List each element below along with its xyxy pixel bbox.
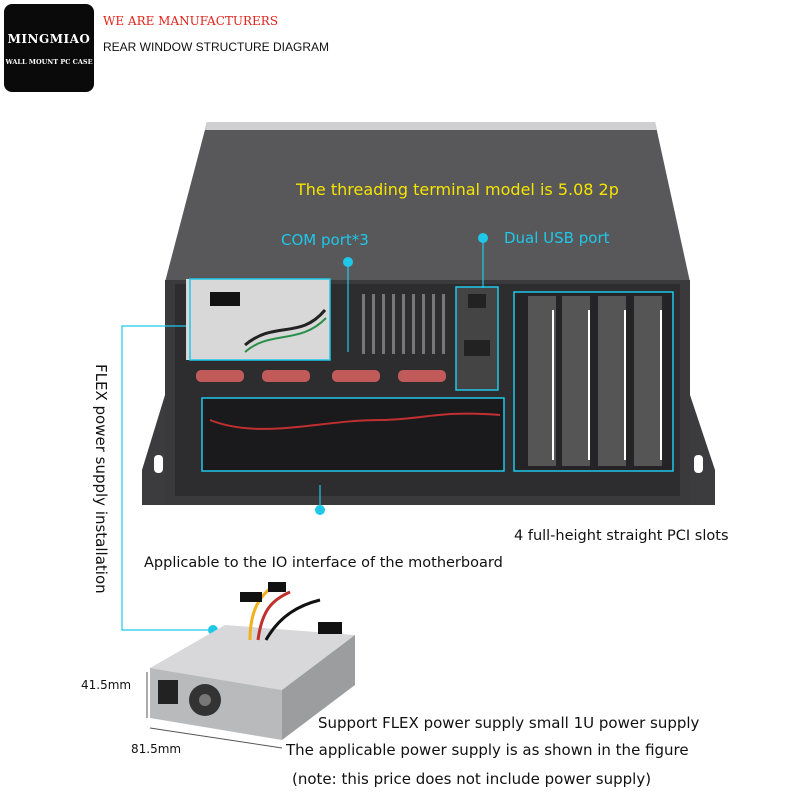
flange-hole-right (694, 455, 703, 473)
pci-slots (528, 296, 662, 466)
highlight-frames (189, 278, 674, 472)
io-interface-label: Applicable to the IO interface of the mo… (144, 555, 503, 571)
brand-subtitle: WALL MOUNT PC CASE (5, 58, 93, 66)
price-note: (note: this price does not include power… (292, 770, 652, 788)
case-top-edge (205, 122, 657, 130)
threading-callout: The threading terminal model is 5.08 2p (296, 180, 619, 199)
psu-height-dimension: 41.5mm (81, 678, 132, 692)
diagram-title: REAR WINDOW STRUCTURE DIAGRAM (103, 40, 329, 54)
flange-hole-left (154, 455, 163, 473)
brand-name: MINGMIAO (7, 32, 91, 46)
psu-support-note: Support FLEX power supply small 1U power… (318, 714, 700, 732)
leader-lines (121, 238, 484, 631)
io-opening (202, 398, 504, 471)
usb-callout: Dual USB port (504, 229, 610, 247)
manufacturers-tag: WE ARE MANUFACTURERS (103, 14, 279, 28)
brand-logo: MINGMIAO WALL MOUNT PC CASE (4, 4, 94, 92)
psu-applicable-note: The applicable power supply is as shown … (286, 741, 689, 759)
com-ports (196, 370, 446, 382)
pci-slots-label: 4 full-height straight PCI slots (514, 528, 729, 544)
vent-slots (362, 294, 445, 354)
psu-bay (186, 279, 330, 360)
dimension-lines (146, 672, 283, 749)
flex-psu-illustration (0, 582, 355, 740)
com-port-callout: COM port*3 (281, 231, 369, 249)
flex-psu-vertical-label: FLEX power supply installation (92, 364, 110, 594)
psu-width-dimension: 81.5mm (131, 742, 182, 756)
case-top-panel (165, 122, 690, 282)
